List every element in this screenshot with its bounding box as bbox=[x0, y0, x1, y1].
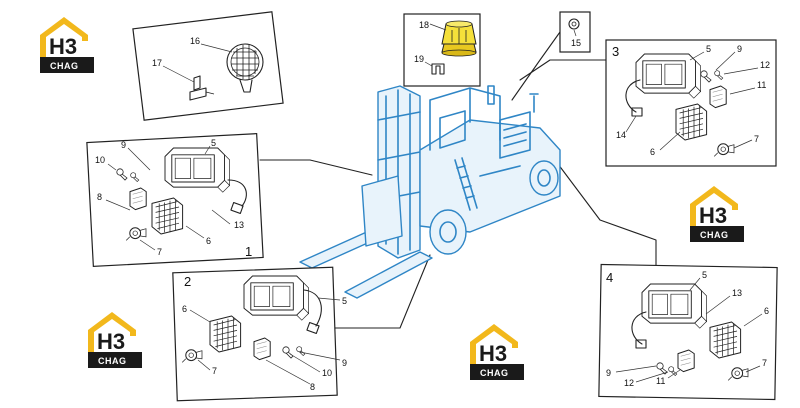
inset-part-15: 15 bbox=[559, 11, 591, 53]
p1-callout-13: 13 bbox=[234, 220, 244, 230]
p1-callout-10: 10 bbox=[95, 155, 105, 165]
p4-callout-9: 9 bbox=[606, 368, 611, 378]
logo-caption: CHAG bbox=[50, 61, 79, 71]
p4-callout-12: 12 bbox=[624, 378, 634, 388]
rotating-beacon bbox=[441, 20, 477, 57]
inset-beacon: 18 19 bbox=[403, 13, 481, 87]
p4-callout-5: 5 bbox=[702, 270, 707, 280]
panel-2: 5 6 7 9 10 8 2 bbox=[172, 266, 347, 402]
forklift-truck bbox=[299, 85, 561, 299]
round-work-lamp bbox=[226, 43, 264, 93]
p3-callout-11: 11 bbox=[757, 80, 766, 90]
p4-callout-7: 7 bbox=[762, 358, 767, 368]
cable bbox=[227, 179, 247, 207]
panel-4-number: 4 bbox=[606, 270, 613, 285]
p3-callout-5: 5 bbox=[706, 44, 711, 54]
p2-callout-6: 6 bbox=[182, 304, 187, 314]
cable bbox=[631, 311, 647, 345]
p1-callout-8: 8 bbox=[97, 192, 102, 202]
logo-caption: CHAG bbox=[700, 230, 729, 240]
panel-2-number: 2 bbox=[184, 274, 191, 289]
logo-caption: CHAG bbox=[98, 356, 127, 366]
logo-mark: H3 bbox=[699, 203, 727, 228]
work-lamp-bracket bbox=[189, 75, 215, 101]
beacon-clip bbox=[431, 63, 445, 75]
callout-16: 16 bbox=[190, 36, 200, 46]
p3-callout-14: 14 bbox=[616, 130, 626, 140]
p3-callout-6: 6 bbox=[650, 147, 655, 157]
p3-callout-7: 7 bbox=[754, 134, 759, 144]
grommet bbox=[568, 18, 580, 30]
p1-callout-6: 6 bbox=[206, 236, 211, 246]
p2-callout-8: 8 bbox=[310, 382, 315, 392]
logo-top-left: H3 CHAG bbox=[40, 17, 94, 73]
p3-callout-9: 9 bbox=[737, 44, 742, 54]
panel-1-number: 1 bbox=[245, 244, 252, 259]
panel-4: 5 13 6 9 12 11 7 4 bbox=[598, 263, 778, 401]
p2-callout-7: 7 bbox=[212, 366, 217, 376]
logo-bottom-center: H3 CHAG bbox=[470, 324, 524, 380]
logo-caption: CHAG bbox=[480, 368, 509, 378]
logo-mark: H3 bbox=[49, 34, 77, 59]
cable bbox=[303, 289, 322, 327]
panel-1: 9 5 10 8 13 6 7 1 bbox=[86, 133, 264, 267]
callout-17: 17 bbox=[152, 58, 162, 68]
cable bbox=[625, 79, 641, 113]
inset-work-lamp: 16 17 bbox=[132, 11, 284, 121]
p4-callout-13: 13 bbox=[732, 288, 742, 298]
p2-callout-5: 5 bbox=[342, 296, 347, 306]
p3-callout-12: 12 bbox=[760, 60, 770, 70]
callout-15: 15 bbox=[571, 38, 581, 48]
p2-callout-9: 9 bbox=[342, 358, 347, 368]
p1-callout-5: 5 bbox=[211, 138, 216, 148]
callout-19: 19 bbox=[414, 54, 424, 64]
logo-right: H3 CHAG bbox=[690, 186, 744, 242]
p2-callout-10: 10 bbox=[322, 368, 332, 378]
logo-mark: H3 bbox=[479, 341, 507, 366]
callout-18: 18 bbox=[419, 20, 429, 30]
p1-callout-9: 9 bbox=[121, 140, 126, 150]
logo-mark: H3 bbox=[97, 329, 125, 354]
p4-callout-11: 11 bbox=[656, 376, 665, 386]
panel-3-number: 3 bbox=[612, 44, 619, 59]
panel-3: 5 9 12 11 14 6 7 3 bbox=[605, 39, 777, 167]
logo-bottom-left: H3 CHAG bbox=[88, 312, 142, 368]
p4-callout-6: 6 bbox=[764, 306, 769, 316]
p1-callout-7: 7 bbox=[157, 247, 162, 257]
